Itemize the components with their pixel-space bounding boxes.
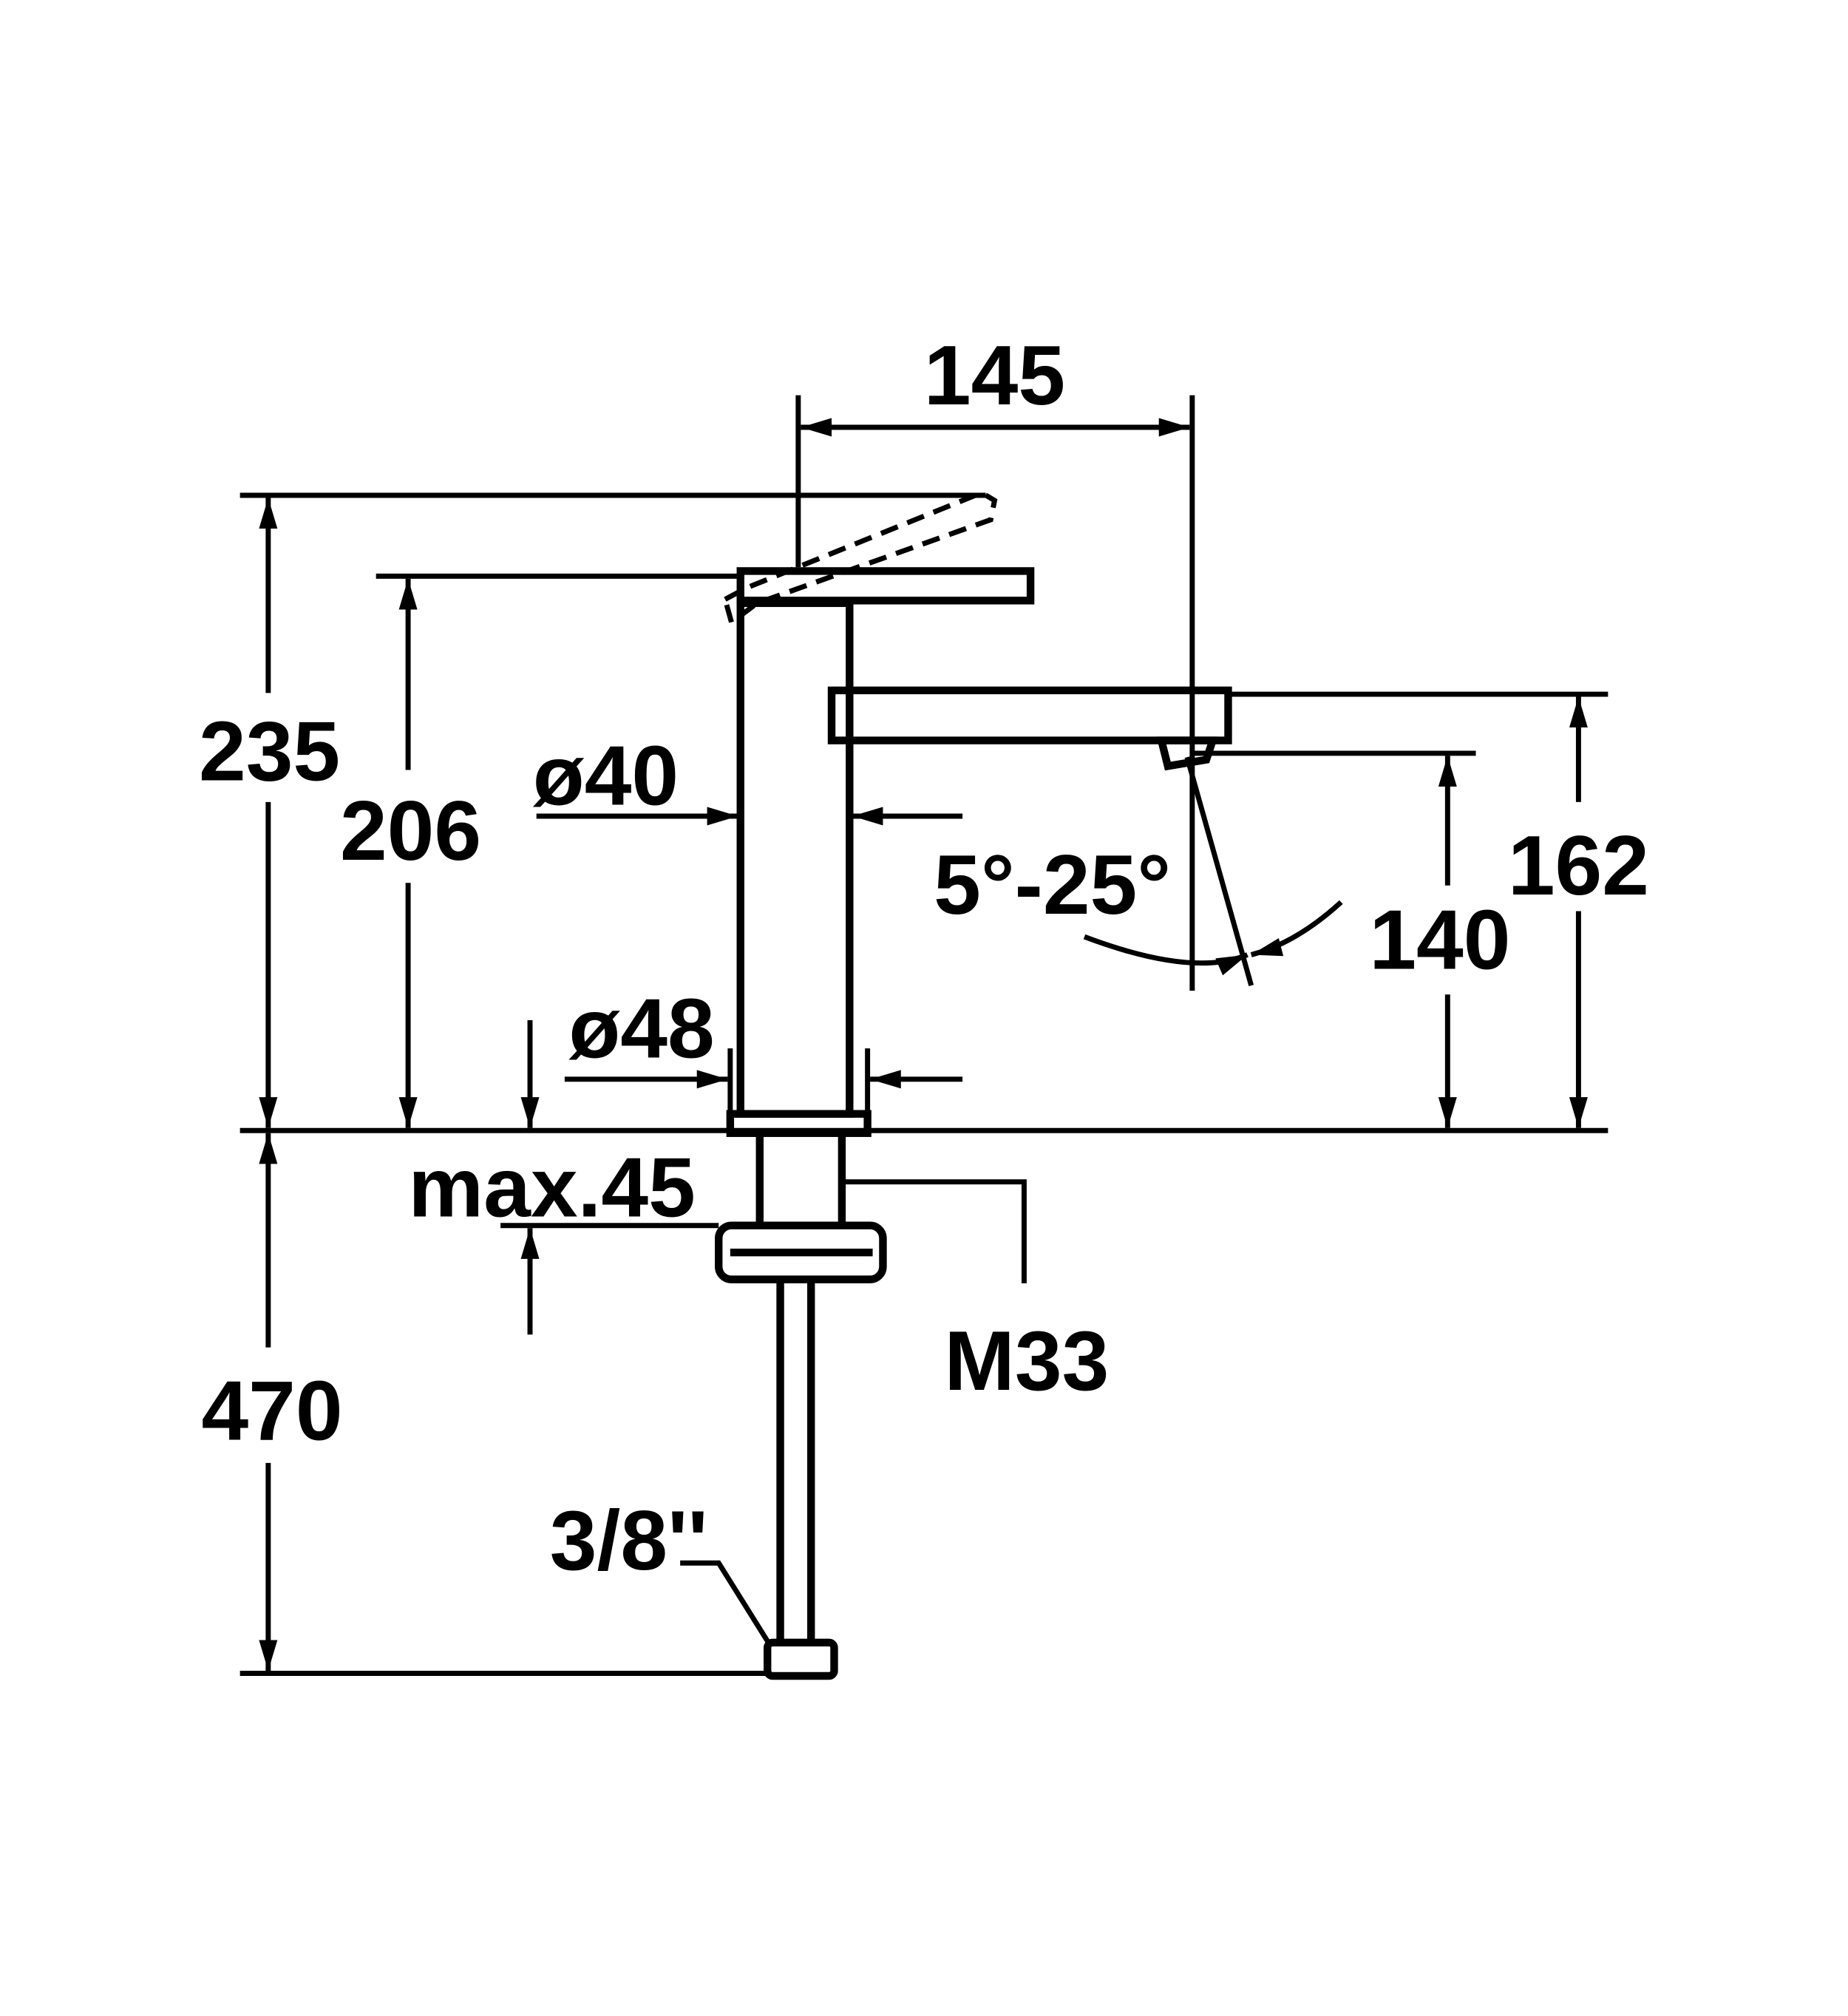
label-max-thickness: max.45 bbox=[408, 1141, 696, 1235]
label-body-height: 206 bbox=[340, 784, 481, 878]
label-body-diameter: ø40 bbox=[533, 728, 679, 823]
label-projection: 145 bbox=[924, 328, 1065, 423]
label-spout-height: 162 bbox=[1508, 818, 1649, 913]
label-spray-angle: 5°-25° bbox=[934, 838, 1171, 932]
faucet bbox=[715, 489, 1232, 1680]
label-below-counter: 470 bbox=[201, 1364, 342, 1459]
lever bbox=[736, 567, 1035, 605]
extension-lines bbox=[240, 395, 1608, 1677]
body-column bbox=[736, 599, 854, 1118]
aerator bbox=[1156, 736, 1218, 771]
label-outlet-height: 140 bbox=[1369, 893, 1510, 988]
base-flange bbox=[726, 1110, 872, 1137]
label-total-height: 235 bbox=[199, 704, 340, 798]
hose-fitting bbox=[763, 1638, 838, 1680]
spout bbox=[827, 686, 1232, 744]
dimension-labels: 235 206 162 140 145 470 ø40 ø48 max.45 M… bbox=[199, 328, 1649, 1588]
label-connection: 3/8'' bbox=[550, 1493, 708, 1588]
label-base-diameter: ø48 bbox=[568, 981, 714, 1076]
mounting-nut bbox=[715, 1221, 887, 1283]
dimension-lines bbox=[259, 418, 1588, 1671]
label-thread: M33 bbox=[944, 1314, 1109, 1408]
